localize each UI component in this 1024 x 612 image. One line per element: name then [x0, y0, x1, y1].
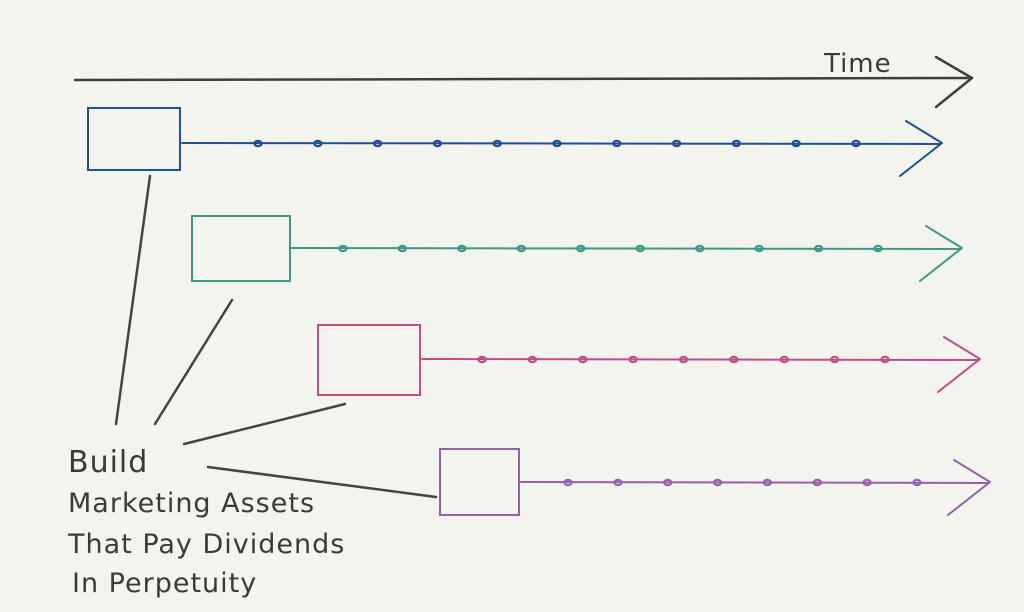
- asset-row-1: [87, 107, 943, 177]
- time-axis-line: [73, 76, 974, 82]
- dividend-mark: [678, 355, 689, 364]
- asset-timeline-arrowhead: [899, 120, 943, 177]
- dividend-mark: [612, 139, 622, 148]
- caption-connectors: [114, 174, 438, 499]
- connector-line: [182, 402, 347, 446]
- asset-timeline: [421, 358, 979, 361]
- dividend-mark: [578, 355, 588, 364]
- dividend-mark: [372, 139, 383, 148]
- asset-timeline: [520, 481, 989, 484]
- dividend-mark: [912, 478, 922, 487]
- dividend-mark: [762, 478, 773, 487]
- dividend-mark: [457, 244, 467, 253]
- caption: Build Marketing Assets That Pay Dividend…: [67, 445, 345, 599]
- dividend-mark: [613, 478, 623, 487]
- caption-line-1: Build: [68, 445, 148, 480]
- time-axis: Time: [73, 49, 974, 109]
- dividend-mark: [663, 478, 673, 487]
- dividend-mark: [552, 139, 562, 148]
- connector-line: [114, 174, 152, 426]
- time-axis-label: Time: [823, 49, 892, 79]
- asset-row-4: [439, 448, 991, 516]
- asset-timeline-arrowhead: [937, 336, 981, 393]
- connector-line: [206, 465, 438, 499]
- dividend-mark: [563, 478, 573, 487]
- dividend-mark: [516, 244, 527, 253]
- dividend-mark: [576, 244, 586, 253]
- asset-rows: [87, 107, 991, 516]
- dividend-mark: [397, 244, 408, 253]
- asset-box: [317, 324, 421, 396]
- dividend-mark: [712, 478, 723, 487]
- dividend-mark: [829, 355, 840, 364]
- dividend-mark: [432, 139, 443, 148]
- caption-line-2: Marketing Assets: [68, 488, 315, 519]
- connector-line: [153, 298, 234, 426]
- dividend-mark: [873, 244, 883, 253]
- caption-line-4: In Perpetuity: [72, 568, 257, 599]
- asset-box: [87, 107, 181, 171]
- asset-box: [439, 448, 520, 516]
- asset-timeline-arrowhead: [947, 459, 991, 516]
- dividend-mark: [862, 478, 872, 487]
- dividend-mark: [671, 139, 682, 148]
- dividend-mark: [779, 355, 790, 364]
- asset-row-3: [317, 324, 981, 396]
- caption-line-3: That Pay Dividends: [67, 529, 345, 560]
- dividend-mark: [695, 244, 705, 253]
- asset-timeline-arrowhead: [919, 225, 963, 282]
- dividend-mark: [731, 139, 742, 148]
- dividend-mark: [812, 478, 823, 487]
- dividend-mark: [791, 139, 801, 148]
- dividend-mark: [729, 355, 739, 364]
- dividend-mark: [851, 139, 861, 148]
- dividend-mark: [477, 355, 487, 364]
- dividend-mark: [338, 244, 348, 253]
- dividend-mark: [880, 355, 890, 364]
- dividend-mark: [253, 139, 263, 148]
- dividend-mark: [527, 355, 538, 364]
- dividend-mark: [813, 244, 824, 253]
- time-axis-arrowhead: [934, 55, 974, 109]
- dividend-mark: [754, 244, 764, 253]
- dividend-mark: [628, 355, 638, 364]
- asset-box: [191, 215, 291, 282]
- asset-timeline: [291, 247, 961, 250]
- dividend-mark: [313, 139, 323, 148]
- asset-row-2: [191, 215, 963, 282]
- dividend-mark: [635, 244, 645, 253]
- dividend-mark: [492, 139, 502, 148]
